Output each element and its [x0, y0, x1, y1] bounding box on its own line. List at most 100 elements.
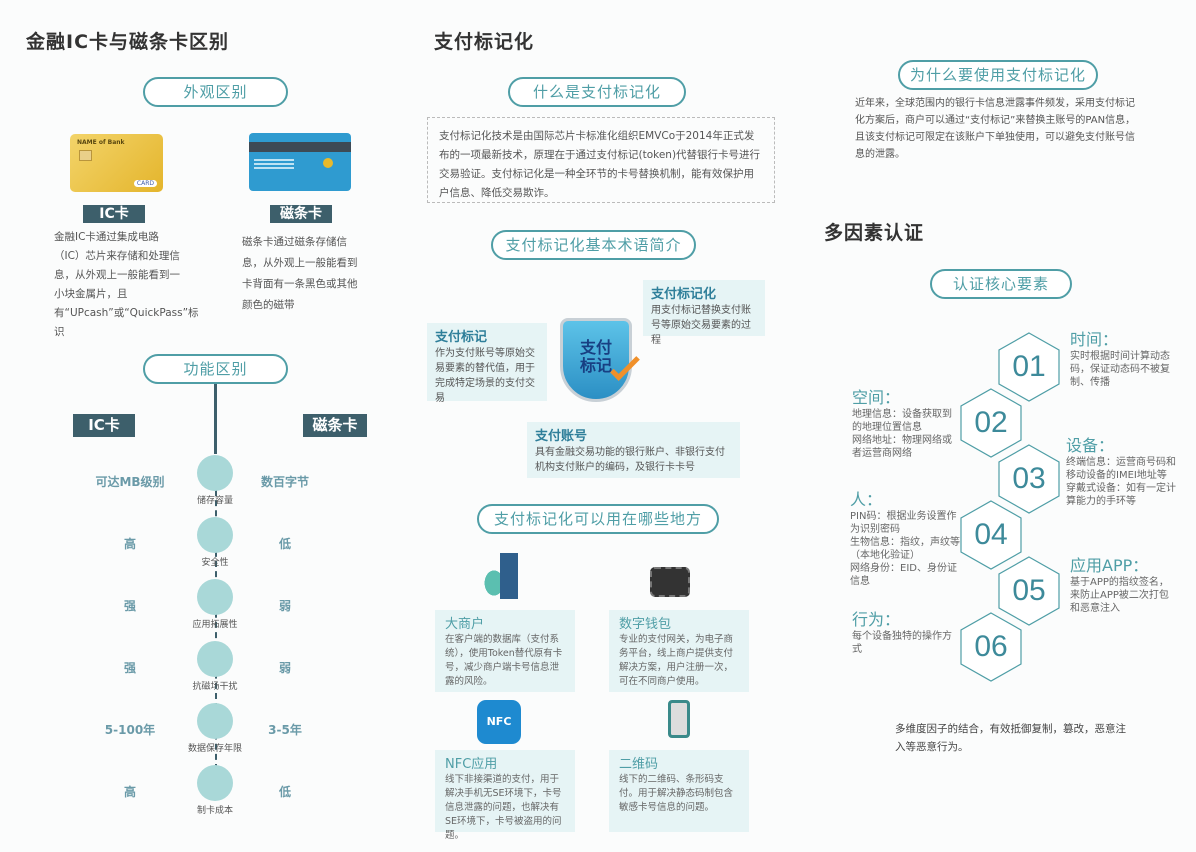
col-ic: IC卡	[73, 414, 135, 437]
mfa-title: 多因素认证	[824, 222, 925, 244]
hexagon-outline	[960, 388, 1022, 458]
row-label: 制卡成本	[196, 806, 233, 816]
timeline-dash	[215, 490, 217, 770]
factor-title: 空间：	[852, 388, 901, 407]
what-pill: 什么是支付标记化	[508, 77, 686, 107]
hexagon-outline	[998, 444, 1060, 514]
use-case-desc: 在客户端的数据库（支付系统），使用Token替代原有卡号，减少商户端卡号信息泄露…	[445, 634, 563, 687]
ic-card-tag: IC卡	[83, 205, 145, 223]
term-desc: 作为支付账号等原始交易要素的替代值，用于完成特定场景的支付交易	[435, 348, 535, 404]
factor-desc: 终端信息：运营商号码和移动设备的IMEI地址等 穿戴式设备：如有一定计算能力的手…	[1066, 457, 1176, 507]
hexagon: 05	[998, 556, 1060, 626]
row-label: 安全性	[201, 558, 229, 568]
term-account: 支付账号具有金融交易功能的银行账户、非银行支付机构支付账户的编码，及银行卡卡号	[527, 422, 740, 478]
use-case-title: 大商户	[445, 617, 485, 632]
use-case-desc: 线下非接渠道的支付，用于解决手机无SE环境下，卡号信息泄露的问题，也解决有SE环…	[445, 774, 562, 841]
server-icon	[197, 579, 233, 615]
factor-title: 人：	[850, 490, 883, 509]
chip-icon	[79, 150, 92, 161]
factor-label: 行为：每个设备独特的操作方式	[852, 610, 952, 656]
term-tokenization: 支付标记化用支付标记替换支付账号等原始交易要素的过程	[643, 280, 765, 346]
term-title: 支付标记化	[651, 287, 717, 302]
row-label: 抗磁场干扰	[192, 682, 238, 692]
terms-pill: 支付标记化基本术语简介	[491, 230, 696, 260]
term-title: 支付账号	[535, 429, 588, 444]
mag-value: 3-5年	[268, 723, 302, 737]
use-case-card: 大商户在客户端的数据库（支付系统），使用Token替代原有卡号，减少商户端卡号信…	[435, 610, 575, 692]
factor-label: 应用APP： 基于APP的指纹签名，来防止APP被二次打包和恶意注入	[1070, 556, 1170, 615]
hexagon-outline	[998, 556, 1060, 626]
factor-label: 设备： 终端信息：运营商号码和移动设备的IMEI地址等 穿戴式设备：如有一定计算能…	[1066, 436, 1181, 508]
factor-title: 应用APP：	[1070, 556, 1149, 575]
hexagon: 06	[960, 612, 1022, 682]
why-pill: 为什么要使用支付标记化	[898, 60, 1098, 90]
factor-title: 时间：	[1070, 330, 1119, 349]
use-case-title: NFC应用	[445, 757, 498, 772]
ic-value: 高	[123, 785, 136, 799]
factor-number: 04	[974, 518, 1008, 551]
why-text: 近年来，全球范围内的银行卡信息泄露事件频发，采用支付标记化方案后，商户可以通过“…	[855, 98, 1136, 160]
row-label: 储存容量	[196, 496, 233, 506]
factor-number: 01	[1012, 350, 1046, 383]
mag-value: 数百字节	[260, 475, 309, 489]
mag-value: 弱	[278, 599, 291, 613]
use-case-desc: 专业的支付网关，为电子商务平台，线上商户提供支付解决方案，用户注册一次，可在不同…	[619, 634, 734, 687]
ic-value: 强	[123, 599, 136, 613]
use-case-card: NFC应用线下非接渠道的支付，用于解决手机无SE环境下，卡号信息泄露的问题，也解…	[435, 750, 575, 841]
bank-name: NAME of Bank	[77, 139, 125, 146]
factor-label: 空间： 地理信息：设备获取到的地理位置信息 网络地址：物理网络或者运营商网络	[852, 388, 952, 460]
factor-number: 05	[1012, 574, 1046, 607]
token-shield-icon: 支付标记	[560, 318, 632, 402]
qr-phone-icon	[668, 700, 690, 738]
ic-value: 高	[123, 537, 136, 551]
hexagon: 04	[960, 500, 1022, 570]
row-label: 应用拓展性	[192, 620, 238, 630]
term-token: 支付标记作为支付账号等原始交易要素的替代值，用于完成特定场景的支付交易	[427, 323, 547, 404]
nfc-icon: NFC	[477, 700, 521, 744]
hexagon: 01	[998, 332, 1060, 402]
factor-desc: 实时根据时间计算动态码，保证动态码不被复制、传播	[1070, 351, 1170, 388]
storage-icon	[197, 455, 233, 491]
card-icon	[197, 765, 233, 801]
ic-card-image: NAME of Bank CARD	[70, 134, 163, 192]
factor-number: 06	[974, 630, 1008, 663]
wallet-icon	[650, 567, 690, 597]
ic-card-desc: 金融IC卡通过集成电路（IC）芯片来存储和处理信息，从外观上一般能看到一小块金属…	[54, 231, 199, 338]
ic-value: 5-100年	[104, 723, 156, 737]
magstripe-card-desc: 磁条卡通过磁条存储信息，从外观上一般能看到卡背面有一条黑色或其他颜色的磁带	[242, 236, 358, 311]
mag-value: 低	[278, 785, 291, 799]
card-logo: CARD	[133, 180, 157, 187]
folder-icon	[197, 703, 233, 739]
row-label: 数据保存年限	[187, 744, 242, 754]
hexagon-outline	[960, 612, 1022, 682]
mag-value: 低	[278, 537, 291, 551]
factor-label: 时间： 实时根据时间计算动态码，保证动态码不被复制、传播	[1070, 330, 1170, 389]
appearance-pill: 外观区别	[143, 77, 288, 107]
col-mag: 磁条卡	[303, 414, 367, 437]
left-title: 金融IC卡与磁条卡区别	[26, 31, 230, 53]
factor-desc: 基于APP的指纹签名，来防止APP被二次打包和恶意注入	[1070, 577, 1169, 614]
database-icon	[482, 553, 520, 601]
magstripe-card-image	[249, 133, 351, 191]
use-case-title: 数字钱包	[619, 617, 672, 632]
magstripe-card-tag: 磁条卡	[270, 205, 332, 223]
use-case-card: 二维码线下的二维码、条形码支付。用于解决静态码制包含敏感卡号信息的问题。	[609, 750, 749, 832]
uses-pill: 支付标记化可以用在哪些地方	[477, 504, 719, 534]
use-case-title: 二维码	[619, 757, 659, 772]
function-pill: 功能区别	[143, 354, 288, 384]
hexagon-outline	[998, 332, 1060, 402]
middle-title: 支付标记化	[434, 31, 535, 53]
factor-desc: 地理信息：设备获取到的地理位置信息 网络地址：物理网络或者运营商网络	[852, 409, 952, 459]
core-pill: 认证核心要素	[930, 269, 1072, 299]
factor-number: 02	[974, 406, 1008, 439]
factor-title: 设备：	[1066, 436, 1115, 455]
timeline-line	[214, 384, 217, 454]
hexagon: 03	[998, 444, 1060, 514]
use-case-desc: 线下的二维码、条形码支付。用于解决静态码制包含敏感卡号信息的问题。	[619, 774, 734, 813]
ic-value: 可达MB级别	[95, 475, 165, 489]
hexagon: 02	[960, 388, 1022, 458]
factor-number: 03	[1012, 462, 1046, 495]
ic-value: 强	[123, 661, 136, 675]
what-text: 支付标记化技术是由国际芯片卡标准化组织EMVCo于2014年正式发布的一项最新技…	[427, 117, 775, 203]
term-desc: 用支付标记替换支付账号等原始交易要素的过程	[651, 305, 751, 346]
